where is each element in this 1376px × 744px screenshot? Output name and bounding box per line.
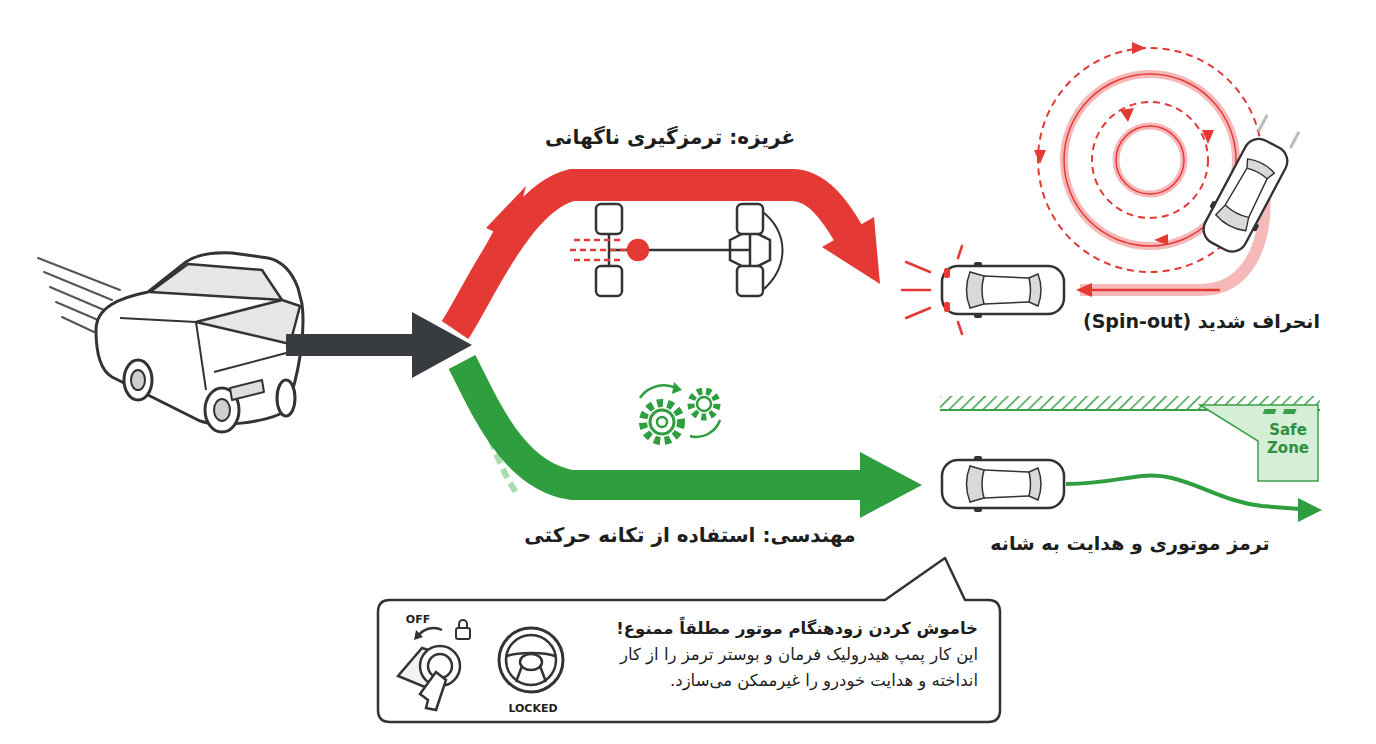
car-illustration (120, 318, 206, 390)
spin-path (1034, 42, 1265, 297)
red-branch-arrow (455, 185, 880, 330)
gear-icon (697, 397, 711, 411)
gear-icon (640, 385, 676, 398)
steering-hub (520, 654, 542, 670)
warning-heading: خاموش کردن زودهنگام موتور مطلقاً ممنوع! (583, 616, 978, 642)
red-car (944, 268, 950, 278)
steer-path (1298, 498, 1322, 522)
speed-lines (44, 272, 112, 300)
car-illustration (124, 360, 152, 400)
green-car (942, 456, 1064, 512)
green-car (942, 456, 1064, 512)
car-illustration (214, 352, 290, 372)
car-illustration (96, 253, 303, 424)
red-car (944, 302, 950, 312)
car-illustration (131, 370, 145, 390)
spin-path (1154, 234, 1168, 245)
gear-icon (657, 417, 667, 427)
car-illustration (214, 399, 230, 421)
gear-icon (643, 403, 681, 441)
speed-lines (50, 287, 104, 310)
warning-callout: خاموش کردن زودهنگام موتور مطلقاً ممنوع!ا… (378, 600, 1000, 722)
axle-diagram (570, 240, 626, 260)
axle-diagram (596, 204, 622, 234)
safe-zone-fill (1200, 405, 1318, 481)
red-car (902, 246, 1064, 334)
car-illustration (150, 264, 282, 300)
lock-body (456, 628, 470, 639)
axle-diagram (574, 239, 620, 242)
axle-diagram (628, 240, 648, 260)
main-arrow (286, 334, 416, 356)
spin-path (1116, 126, 1184, 194)
callout-border (378, 558, 1000, 722)
steering-wheel (506, 635, 556, 685)
ignition-icon (398, 620, 470, 710)
spin-path (1034, 150, 1046, 164)
gear-icon (691, 391, 717, 417)
outcome-label: ترمز موتوری و هدایت به شانه (950, 531, 1310, 556)
axle-diagram (737, 204, 763, 234)
red-car (942, 262, 1064, 318)
spinning-car (1195, 112, 1306, 258)
red-car (902, 289, 930, 292)
spin-path (1076, 283, 1092, 297)
gear-icon (672, 382, 682, 394)
outcome-label: انحراف شدید (Spin-out) (1040, 309, 1320, 334)
car-illustration (277, 380, 295, 416)
branch-label: مهندسی: استفاده از تکانه حرکتی (480, 522, 900, 548)
axle-diagram (570, 249, 626, 252)
red-branch-arrow (822, 217, 880, 284)
green-branch-arrow (860, 452, 922, 518)
axle-diagram (574, 259, 620, 262)
spin-path (1202, 130, 1214, 144)
spin-path (1116, 126, 1184, 194)
axle-diagram (737, 266, 763, 296)
zone-mark (1263, 409, 1277, 414)
warning-body: این کار پمپ هیدرولیک فرمان و بوستر ترمز … (583, 642, 978, 694)
spin-path (1120, 108, 1134, 122)
spinning-car (1291, 133, 1299, 147)
car-illustration (230, 380, 264, 400)
branch-label: غریزه: ترمزگیری ناگهانی (500, 124, 840, 150)
turn-arrow (418, 628, 442, 636)
zone-mark (1283, 409, 1297, 414)
spin-path (1090, 289, 1220, 292)
speed-lines (62, 317, 94, 332)
red-branch-arrow (455, 185, 850, 330)
safe-zone: Safe Zone (1200, 405, 1318, 483)
gear-icon (640, 382, 720, 441)
axle-diagram (596, 266, 622, 296)
icon-label: LOCKED (488, 702, 578, 716)
car-illustration (96, 253, 303, 432)
red-car (906, 308, 930, 318)
green-branch-arrow (462, 362, 922, 518)
spinning-car (1195, 132, 1296, 259)
gear-icon (650, 410, 674, 434)
spinning-car (1259, 116, 1267, 130)
steer-path (1066, 476, 1322, 522)
turn-arrow-head (414, 630, 423, 640)
zone-text: Safe Zone (1260, 421, 1316, 457)
steering-spokes (507, 653, 555, 682)
axle-diagram (730, 230, 770, 270)
spin-path (1092, 102, 1208, 218)
icon-label: OFF (398, 613, 438, 627)
steering-lock-icon (499, 628, 563, 692)
axle-diagram (570, 204, 783, 296)
lock-shackle (459, 620, 467, 628)
spin-path (1132, 42, 1146, 54)
key-shape (420, 672, 446, 710)
red-car (958, 322, 962, 334)
red-car (906, 262, 930, 272)
red-car (958, 246, 962, 258)
steering-wheel (499, 628, 563, 692)
gear-icon (690, 420, 720, 437)
car-illustration (196, 300, 300, 344)
green-branch-arrow (462, 362, 866, 485)
